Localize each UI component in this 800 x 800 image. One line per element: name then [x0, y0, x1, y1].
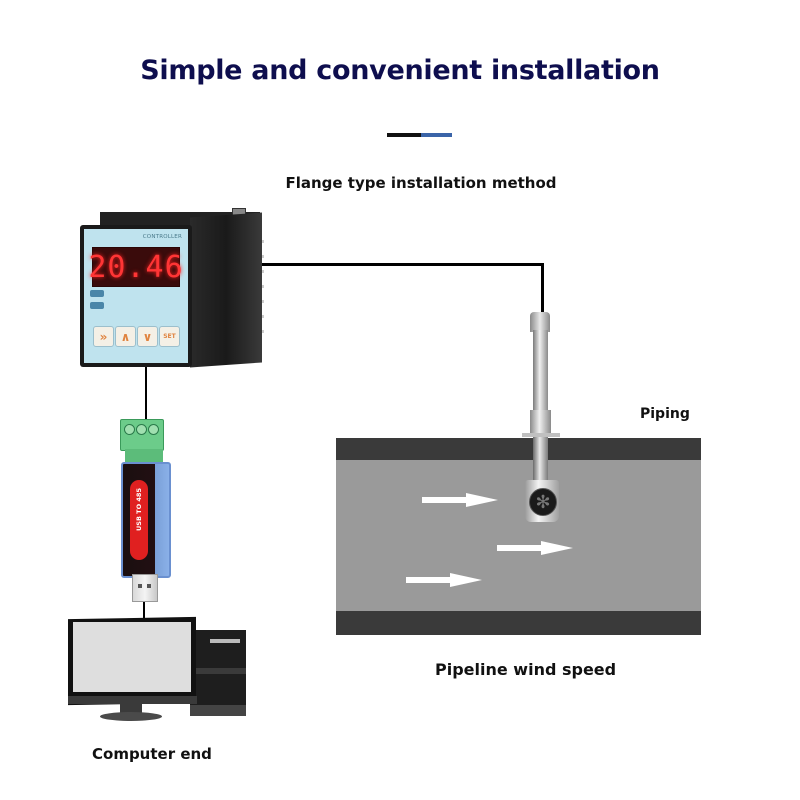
- controller-display: 20.46: [88, 247, 183, 287]
- probe-lower-tube: [533, 437, 548, 483]
- cable-controller-to-probe-h: [262, 263, 544, 266]
- airflow-arrow-2-head: [541, 541, 573, 555]
- drive-slot: [210, 639, 240, 643]
- computer-end-label: Computer end: [92, 745, 212, 763]
- tower-foot: [190, 705, 246, 716]
- controller-reading: 20.46: [88, 249, 184, 285]
- chevron-down-icon[interactable]: ∨: [137, 326, 158, 347]
- airflow-arrow-2: [497, 545, 542, 551]
- probe-cable-gland: [530, 312, 550, 332]
- set-icon[interactable]: SET: [159, 326, 180, 347]
- indicator-1: [90, 290, 104, 297]
- cable-controller-to-probe-v: [541, 263, 544, 315]
- terminal-base: [125, 449, 163, 463]
- fan-icon: ✻: [529, 488, 557, 516]
- terminal-screw: [148, 424, 159, 435]
- controller-name: CONTROLLER: [84, 234, 188, 240]
- cable-controller-to-converter: [145, 365, 147, 421]
- converter-label-badge: [130, 480, 148, 560]
- pipe-wall-top: [336, 438, 701, 460]
- double-chevron-right-icon[interactable]: »: [93, 326, 114, 347]
- cable-usb-to-computer: [143, 598, 145, 620]
- airflow-arrow-1: [422, 497, 467, 503]
- converter-label: USB TO 485: [135, 488, 143, 531]
- usb-plug-hole: [138, 584, 142, 588]
- monitor-screen: [73, 622, 191, 692]
- installation-method-label: Flange type installation method: [285, 174, 557, 192]
- title-divider-black: [387, 133, 421, 137]
- airflow-arrow-3: [406, 577, 451, 583]
- usb-plug-hole: [147, 584, 151, 588]
- title-divider-blue: [421, 133, 452, 137]
- tower-band: [190, 668, 246, 674]
- pipe-wall-bottom: [336, 611, 701, 635]
- controller-housing: [190, 212, 262, 368]
- terminal-screw: [124, 424, 135, 435]
- probe-collar: [530, 410, 551, 434]
- page-title: Simple and convenient installation: [140, 55, 660, 86]
- airflow-arrow-1-head: [466, 493, 498, 507]
- indicator-2: [90, 302, 104, 309]
- pipeline-wind-speed-label: Pipeline wind speed: [435, 660, 617, 679]
- monitor-neck: [120, 704, 142, 714]
- controller-name-text: CONTROLLER: [142, 234, 182, 240]
- monitor-base: [100, 712, 162, 721]
- chevron-up-icon[interactable]: ∧: [115, 326, 136, 347]
- airflow-arrow-3-head: [450, 573, 482, 587]
- monitor-bezel: [68, 696, 197, 704]
- piping-label: Piping: [640, 406, 690, 422]
- pipe-interior: [336, 460, 701, 611]
- usb-plug: [132, 574, 158, 602]
- probe-flange: [522, 433, 560, 437]
- probe-tube: [533, 330, 548, 412]
- terminal-screw: [136, 424, 147, 435]
